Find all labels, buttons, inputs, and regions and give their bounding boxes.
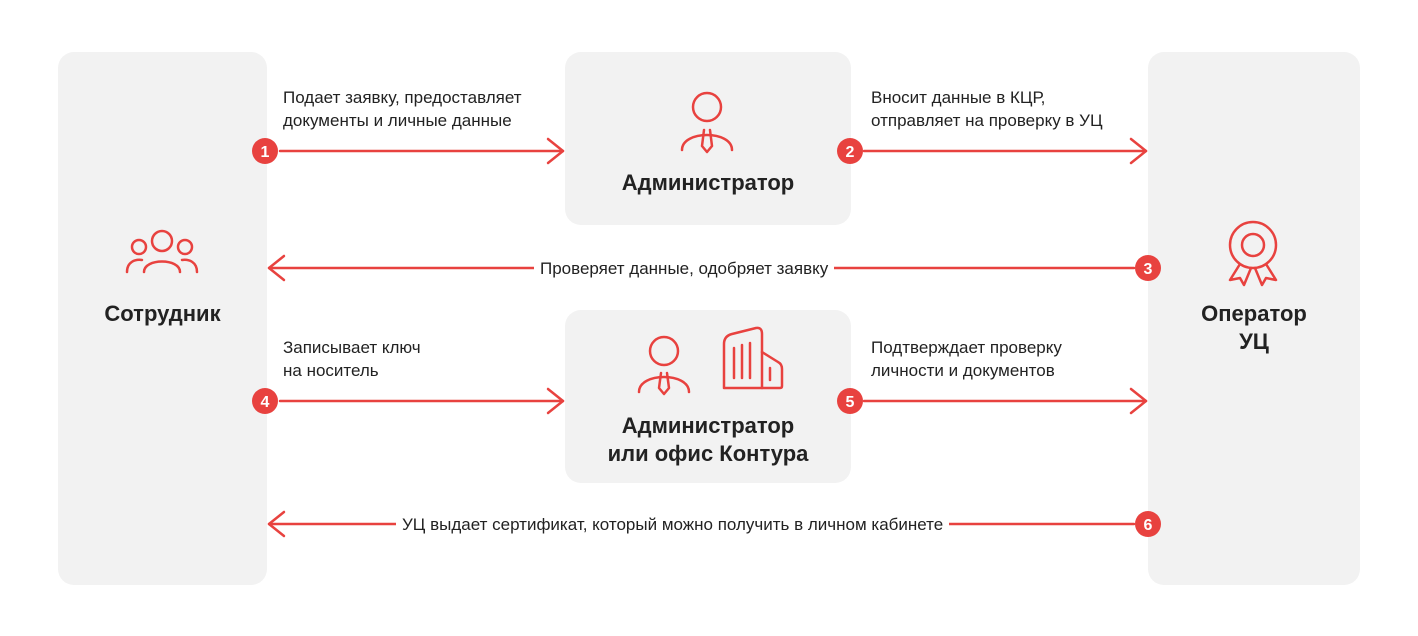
step-5-text: Подтверждает проверку личности и докумен…: [871, 336, 1062, 382]
person-tie-icon: [680, 91, 734, 154]
step-number: 2: [846, 144, 855, 161]
step-number: 6: [1144, 517, 1153, 534]
arrow-step-5: [862, 387, 1148, 415]
step-badge-2: 2: [837, 138, 863, 164]
operator-label-line2: УЦ: [1239, 329, 1269, 354]
group-icon: [125, 229, 199, 274]
office-building-icon: [722, 326, 784, 390]
office-box: [565, 310, 851, 483]
step-5-line1: Подтверждает проверку: [871, 338, 1062, 357]
step-1-text: Подает заявку, предоставляет документы и…: [283, 86, 522, 132]
step-badge-3: 3: [1135, 255, 1161, 281]
step-4-line1: Записывает ключ: [283, 338, 421, 357]
admin-label: Администратор: [621, 170, 795, 195]
step-5-line2: личности и документов: [871, 361, 1055, 380]
arrow-step-2: [862, 137, 1148, 165]
step-4-text: Записывает ключ на носитель: [283, 336, 421, 382]
step-1-line2: документы и личные данные: [283, 111, 512, 130]
step-4-line2: на носитель: [283, 361, 379, 380]
step-number: 4: [261, 394, 270, 411]
operator-label-line1: Оператор: [1201, 301, 1307, 326]
step-number: 1: [261, 144, 270, 161]
step-badge-4: 4: [252, 388, 278, 414]
step-badge-1: 1: [252, 138, 278, 164]
step-number: 5: [846, 394, 855, 411]
employee-box: [58, 52, 267, 585]
person-tie-icon: [637, 335, 691, 396]
step-6-text: УЦ выдает сертификат, который можно полу…: [396, 513, 950, 536]
step-number: 3: [1144, 261, 1153, 278]
operator-box: [1148, 52, 1360, 585]
step-1-line1: Подает заявку, предоставляет: [283, 88, 522, 107]
step-badge-5: 5: [837, 388, 863, 414]
admin-box: [565, 52, 851, 225]
certificate-badge-icon: [1228, 220, 1278, 287]
office-label-line2: или офис Контура: [607, 441, 809, 466]
step-badge-6: 6: [1135, 511, 1161, 537]
step-2-text: Вносит данные в КЦР, отправляет на прове…: [871, 86, 1103, 132]
step-2-line1: Вносит данные в КЦР,: [871, 88, 1046, 107]
employee-label: Сотрудник: [104, 301, 221, 326]
step-3-text: Проверяет данные, одобряет заявку: [534, 257, 835, 280]
arrow-step-4: [278, 387, 565, 415]
arrow-step-1: [278, 137, 565, 165]
step-2-line2: отправляет на проверку в УЦ: [871, 111, 1103, 130]
office-label-line1: Администратор: [621, 413, 795, 438]
